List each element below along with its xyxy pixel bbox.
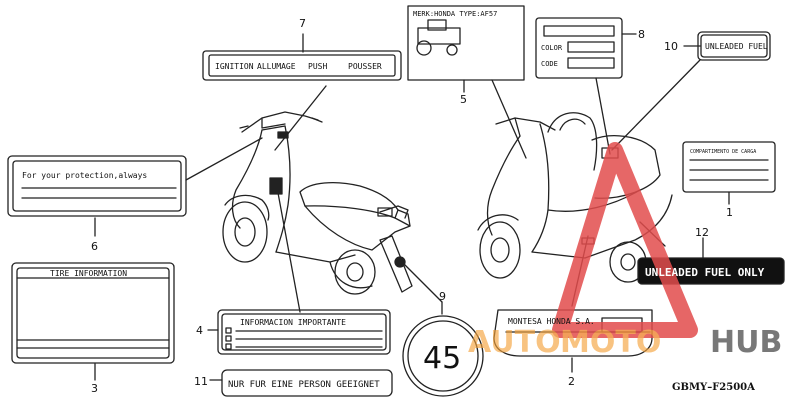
callout-4: 4 [196, 324, 203, 337]
part-code: GBMY–F2500A [672, 382, 755, 393]
watermark: AUTO MOTO HUB [468, 142, 782, 360]
callout-10: 10 [664, 40, 678, 53]
montesa-text: MONTESA HONDA S.A. [508, 317, 595, 326]
left-scooter [222, 111, 413, 295]
watermark-moto: MOTO [560, 325, 661, 360]
watermark-hub: HUB [710, 325, 782, 360]
callout-6: 6 [91, 240, 98, 253]
ignition-text-3: PUSH [308, 62, 327, 71]
informacion-text: INFORMACION IMPORTANTE [240, 318, 346, 327]
compartimiento-text: COMPARTIMENTO DE CARGA [690, 149, 756, 155]
ignition-text-1: IGNITION [215, 62, 254, 71]
nur-fur-text: NUR FUR EINE PERSON GEEIGNET [228, 380, 380, 390]
ignition-text-2: ALLUMAGE [257, 62, 296, 71]
ignition-text-4: POUSSER [348, 62, 382, 71]
speed-text: 45 [423, 341, 461, 376]
callout-2: 2 [568, 375, 575, 388]
protection-text: For your protection,always [22, 171, 147, 180]
color-label: COLOR [541, 44, 563, 52]
callout-11: 11 [194, 375, 208, 388]
tire-info-text: TIRE INFORMATION [50, 269, 127, 278]
callout-12: 12 [695, 226, 709, 239]
unleaded-small-text: UNLEADED FUEL [705, 42, 768, 51]
callout-7: 7 [299, 17, 306, 30]
unleaded-only-text: UNLEADED FUEL ONLY [645, 266, 765, 279]
callout-5: 5 [460, 93, 467, 106]
callout-3: 3 [91, 382, 98, 395]
callout-8: 8 [638, 28, 645, 41]
callout-1: 1 [726, 206, 733, 219]
merk-text: MERK:HONDA TYPE:AF57 [413, 10, 497, 18]
watermark-auto: AUTO [468, 325, 561, 360]
callout-9: 9 [439, 290, 446, 303]
code-label: CODE [541, 60, 558, 68]
